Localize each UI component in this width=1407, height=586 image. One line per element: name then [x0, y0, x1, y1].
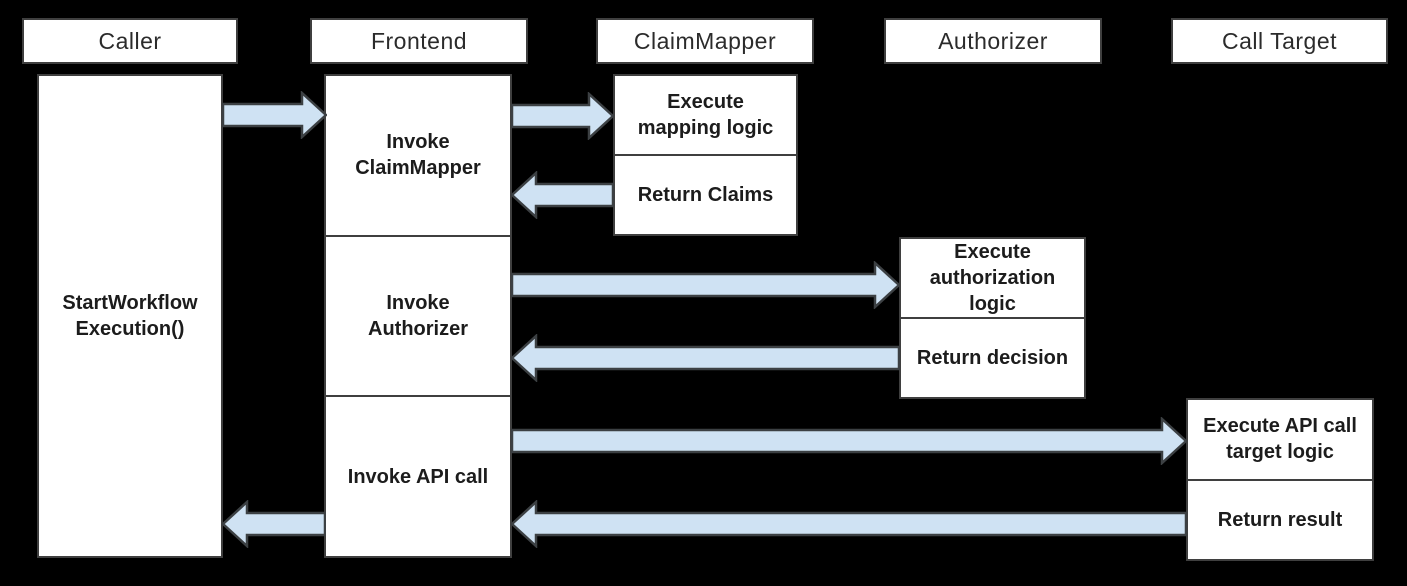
- arrow-frontend-to-claimmapper: [511, 92, 614, 140]
- frontend-step-invoke-claimmapper: Invoke ClaimMapper: [355, 131, 481, 180]
- claimmapper-step-execute: Execute mapping logic: [637, 91, 774, 139]
- caller-activity-box: StartWorkflow Execution(): [37, 74, 223, 558]
- arrow-calltarget-to-frontend: [511, 500, 1187, 548]
- lane-header-claimmapper: ClaimMapper: [596, 18, 814, 64]
- lane-header-authorizer: Authorizer: [884, 18, 1102, 64]
- authorizer-step-execute: Execute authorization logic: [929, 241, 1056, 315]
- lane-label: Authorizer: [938, 27, 1048, 54]
- arrow-frontend-to-caller: [222, 500, 326, 548]
- claimmapper-steps-box: Execute mapping logic Return Claims: [613, 74, 798, 236]
- authorizer-steps-box: Execute authorization logic Return decis…: [899, 237, 1086, 399]
- lane-label: Frontend: [370, 27, 468, 54]
- lane-label: ClaimMapper: [633, 27, 777, 54]
- calltarget-step-execute: Execute API call target logic: [1203, 415, 1357, 464]
- lane-label: Call Target: [1221, 27, 1338, 54]
- authorizer-step-return: Return decision: [901, 317, 1084, 397]
- frontend-step-invoke-api-call: Invoke API call: [326, 395, 510, 556]
- arrow-frontend-to-calltarget: [511, 417, 1187, 465]
- lane-header-frontend: Frontend: [310, 18, 528, 64]
- claimmapper-step-return: Return Claims: [615, 154, 796, 234]
- arrow-caller-to-frontend: [222, 91, 327, 139]
- frontend-step-invoke-authorizer: Invoke Authorizer: [326, 234, 510, 396]
- arrow-frontend-to-authorizer: [511, 261, 900, 309]
- calltarget-step-return: Return result: [1188, 478, 1372, 560]
- calltarget-steps-box: Execute API call target logic Return res…: [1186, 398, 1374, 561]
- lane-header-caller: Caller: [22, 18, 238, 64]
- lane-label: Caller: [98, 27, 162, 54]
- arrow-claimmapper-to-frontend: [511, 171, 614, 219]
- arrow-authorizer-to-frontend: [511, 334, 900, 382]
- caller-activity-label: StartWorkflow Execution(): [62, 292, 198, 340]
- frontend-steps-box: Invoke ClaimMapper Invoke Authorizer Inv…: [324, 74, 512, 558]
- lane-header-calltarget: Call Target: [1171, 18, 1388, 64]
